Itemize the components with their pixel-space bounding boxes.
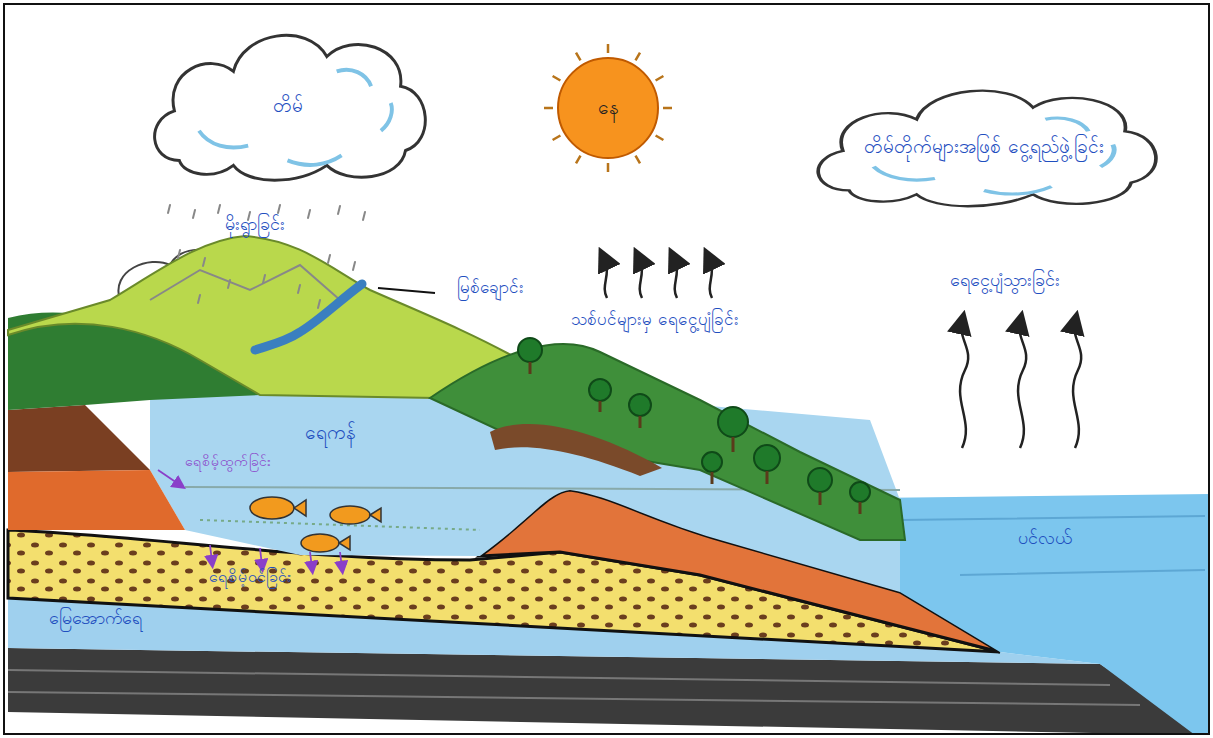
- cloud-node: တိမ်: [140, 12, 435, 200]
- sun-disc: [558, 58, 658, 158]
- cloud-shape: [818, 91, 1156, 207]
- node-text-group: တိမ်တိုက်များအဖြစ် ငွေ့ရည်ဖွဲ့ခြင်း: [864, 134, 1103, 160]
- node-text-group: တိမ်: [273, 93, 303, 119]
- node-label: တိမ်တိုက်များအဖြစ် ငွေ့ရည်ဖွဲ့ခြင်း: [864, 134, 1103, 160]
- process-label: ပင်လယ်: [1018, 526, 1072, 550]
- process-label: မိုးရွာခြင်း: [225, 212, 285, 236]
- cloud-shading: [199, 70, 392, 165]
- process-label: ရေငွေ့ပျံသွားခြင်း: [950, 268, 1060, 292]
- process-label: ရေစိမ့်ထွက်ခြင်း: [185, 452, 271, 471]
- process-label: ရေစိမ့်ဝင်ခြင်း: [209, 566, 291, 588]
- node-label: နေ: [598, 95, 619, 121]
- process-label: မြစ်ချောင်း: [457, 276, 524, 299]
- node-label: တိမ်: [273, 93, 303, 119]
- cloud-shape: [155, 35, 426, 180]
- process-label: မြေအောက်ရေ: [49, 606, 142, 630]
- node-text-group: နေ: [598, 95, 619, 121]
- process-label: ရေကန်: [305, 420, 356, 446]
- sun-node: နေ: [543, 43, 673, 173]
- process-label: သစ်ပင်များမှ ရေငွေ့ပျံခြင်း: [570, 308, 740, 331]
- sun-rays: [544, 44, 672, 172]
- cloud-node: တိမ်တိုက်များအဖြစ် ငွေ့ရည်ဖွဲ့ခြင်း: [800, 72, 1168, 222]
